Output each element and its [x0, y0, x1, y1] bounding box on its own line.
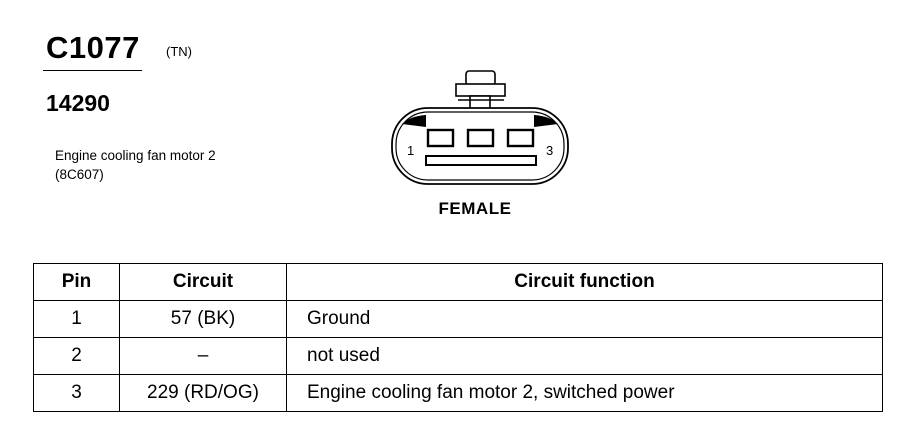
cell-circuit: 57 (BK): [119, 300, 287, 338]
table-row: 1 57 (BK) Ground: [33, 300, 883, 338]
cell-function: not used: [286, 337, 883, 375]
pin-number-right: 3: [546, 143, 553, 158]
component-description: Engine cooling fan motor 2 (8C607): [55, 146, 216, 184]
cell-function: Engine cooling fan motor 2, switched pow…: [286, 374, 883, 412]
cell-circuit: 229 (RD/OG): [119, 374, 287, 412]
description-line-2: (8C607): [55, 167, 104, 182]
table-row: 3 229 (RD/OG) Engine cooling fan motor 2…: [33, 374, 883, 412]
key-right: [534, 115, 558, 127]
table-header-row: Pin Circuit Circuit function: [33, 263, 883, 301]
cell-pin: 1: [33, 300, 120, 338]
cell-circuit: –: [119, 337, 287, 375]
header-circuit-function: Circuit function: [286, 263, 883, 301]
lock-tab-top: [465, 70, 496, 86]
cell-pin: 2: [33, 337, 120, 375]
header-pin: Pin: [33, 263, 120, 301]
table-row: 2 – not used: [33, 337, 883, 375]
pin-cavity-1: [426, 128, 455, 148]
connector-face-diagram: 1 3: [380, 64, 580, 201]
connector-color-code: (TN): [166, 44, 192, 59]
key-left: [402, 115, 426, 127]
pin-number-left: 1: [407, 143, 414, 158]
connector-id: C1077: [46, 30, 140, 65]
cell-pin: 3: [33, 374, 120, 412]
pinout-table: Pin Circuit Circuit function 1 57 (BK) G…: [33, 263, 883, 412]
part-number: 14290: [46, 90, 110, 116]
pin-cavity-3: [506, 128, 535, 148]
title-underline: [43, 70, 142, 71]
header-circuit: Circuit: [119, 263, 287, 301]
connector-slot: [425, 155, 537, 166]
connector-gender-label: FEMALE: [438, 199, 512, 218]
description-line-1: Engine cooling fan motor 2: [55, 148, 216, 163]
lock-tab-base: [455, 83, 506, 97]
cell-function: Ground: [286, 300, 883, 338]
pin-cavity-2: [466, 128, 495, 148]
